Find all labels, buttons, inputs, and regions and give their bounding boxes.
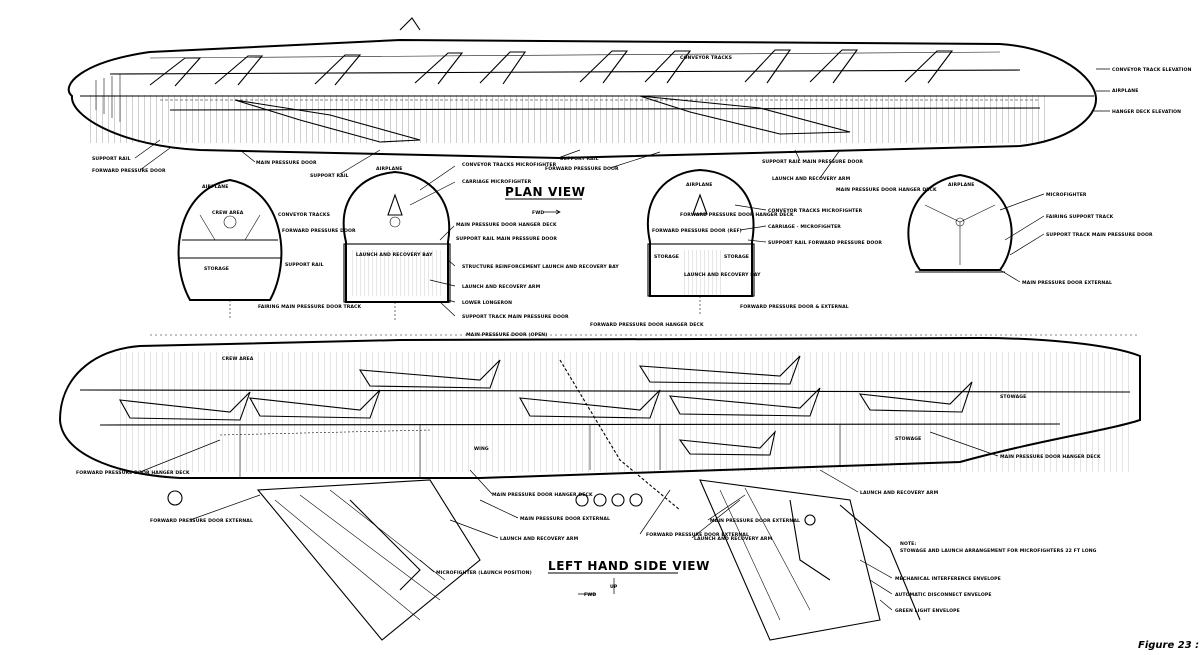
sec2-airplane: AIRPLANE	[376, 166, 402, 172]
side-auto-disconnect: AUTOMATIC DISCONNECT ENVELOPE	[895, 592, 992, 598]
plan-aircraft-2	[639, 95, 851, 135]
side-note-body: STOWAGE AND LAUNCH ARRANGEMENT FOR MICRO…	[900, 548, 1097, 554]
hanger-deck-line	[169, 107, 1041, 111]
label-support-rail-2: SUPPORT RAIL	[310, 173, 349, 179]
sec2-support-track: SUPPORT TRACK MAIN PRESSURE DOOR	[462, 314, 569, 320]
sec3-forward-door-ref: FORWARD PRESSURE DOOR (REF)	[652, 228, 742, 234]
launch-envelope-right	[699, 479, 881, 641]
plan-view-title: PLAN VIEW	[505, 185, 586, 199]
side-main-door-hanger-r: MAIN PRESSURE DOOR HANGER DECK	[1000, 454, 1101, 460]
sec3-storage-b: STORAGE	[724, 254, 749, 260]
side-view-labels: CREW AREA STOWAGE STOWAGE WING FORWARD P…	[76, 322, 1101, 614]
label-hanger-deck-elevation: HANGER DECK ELEVATION	[1112, 109, 1181, 115]
label-conveyor-tracks: CONVEYOR TRACKS	[680, 55, 732, 61]
sec3-storage-a: STORAGE	[654, 254, 679, 260]
sec3-support-rail-fwd: SUPPORT RAIL FORWARD PRESSURE DOOR	[768, 240, 882, 246]
sec2-carriage-micro: CARRIAGE MICROFIGHTER	[462, 179, 532, 185]
sec2-structure-reinforcement: STRUCTURE REINFORCEMENT LAUNCH AND RECOV…	[462, 264, 619, 270]
sec4-fairing-support: FAIRING SUPPORT TRACK	[1046, 214, 1114, 220]
sec4-support-track-main: SUPPORT TRACK MAIN PRESSURE DOOR	[1046, 232, 1153, 238]
cross-section-2: AIRPLANE CONVEYOR TRACKS MICROFIGHTER CA…	[342, 162, 619, 338]
sec2-support-rail-main: SUPPORT RAIL MAIN PRESSURE DOOR	[456, 236, 557, 242]
side-note-title: NOTE:	[900, 541, 916, 547]
sec3-conveyor-micro: CONVEYOR TRACKS MICROFIGHTER	[768, 208, 863, 214]
sec2-launch-bay: LAUNCH AND RECOVERY BAY	[356, 252, 433, 258]
figure-caption: Figure 23 :	[1138, 640, 1199, 651]
sec2-main-door-hanger: MAIN PRESSURE DOOR HANGER DECK	[456, 222, 557, 228]
side-view-title: LEFT HAND SIDE VIEW	[548, 559, 710, 573]
plan-aircraft-1	[234, 99, 421, 143]
side-stowed-aircraft	[119, 355, 973, 456]
label-main-door-hanger: MAIN PRESSURE DOOR HANGER DECK	[836, 187, 937, 193]
side-fwd-door-hanger: FORWARD PRESSURE DOOR HANGER DECK	[76, 470, 190, 476]
side-view	[58, 334, 1141, 641]
sec4-airplane: AIRPLANE	[948, 182, 974, 188]
launch-envelope-left	[256, 479, 481, 641]
label-support-rail-3: SUPPORT RAIL	[560, 156, 599, 162]
side-fwd-door-external-2: FORWARD PRESSURE DOOR EXTERNAL	[646, 532, 749, 538]
side-green-light: GREEN LIGHT ENVELOPE	[895, 608, 960, 614]
label-conveyor-track-elevation: CONVEYOR TRACK ELEVATION	[1112, 67, 1191, 73]
side-mech-interference: MECHANICAL INTERFERENCE ENVELOPE	[895, 576, 1001, 582]
side-fwd-door-external: FORWARD PRESSURE DOOR EXTERNAL	[150, 518, 253, 524]
sec1-fairing: FAIRING MAIN PRESSURE DOOR TRACK	[258, 304, 362, 310]
side-stowage-2: STOWAGE	[895, 436, 921, 442]
side-fwd-door-hanger-2: FORWARD PRESSURE DOOR HANGER DECK	[590, 322, 704, 328]
cross-section-3: AIRPLANE FORWARD PRESSURE DOOR HANGER DE…	[647, 168, 882, 314]
sec1-crew-area: CREW AREA	[212, 210, 244, 216]
sec1-storage: STORAGE	[204, 266, 229, 272]
sec1-airplane: AIRPLANE	[202, 184, 228, 190]
side-microfighter-launch: MICROFIGHTER (LAUNCH POSITION)	[436, 570, 532, 576]
plan-upper-line	[149, 51, 1001, 59]
label-launch-recovery-arm: LAUNCH AND RECOVERY ARM	[772, 176, 851, 182]
side-fwd-arrow: FWD	[584, 592, 596, 598]
sec2-lower-longeron: LOWER LONGERON	[462, 300, 512, 306]
label-support-rail-main: SUPPORT RAIL MAIN PRESSURE DOOR	[762, 159, 863, 165]
label-main-pressure-door: MAIN PRESSURE DOOR	[256, 160, 317, 166]
side-main-door-hanger: MAIN PRESSURE DOOR HANGER DECK	[492, 492, 593, 498]
side-main-door-external-2: MAIN PRESSURE DOOR EXTERNAL	[710, 518, 800, 524]
side-launch-arm-2: LAUNCH AND RECOVERY ARM	[694, 536, 773, 542]
plan-tail-fins	[149, 49, 954, 87]
plan-view	[67, 17, 1098, 160]
sec4-microfighter: MICROFIGHTER	[1046, 192, 1087, 198]
sec1-forward-pressure-door: FORWARD PRESSURE DOOR	[282, 228, 356, 234]
label-forward-pressure-door-2: FORWARD PRESSURE DOOR	[545, 166, 619, 172]
cross-section-1: AIRPLANE CREW AREA CONVEYOR TRACKS FORWA…	[177, 178, 362, 320]
side-crew-area: CREW AREA	[222, 356, 254, 362]
side-launch-arm-r: LAUNCH AND RECOVERY ARM	[860, 490, 939, 496]
plan-fwd-arrow: FWD	[532, 210, 544, 216]
label-support-rail-1: SUPPORT RAIL	[92, 156, 131, 162]
sec4-main-door-external: MAIN PRESSURE DOOR EXTERNAL	[1022, 280, 1112, 286]
conveyor-track-line	[109, 69, 1021, 75]
plan-hatch-fill	[90, 95, 1050, 143]
side-hatch-fill	[120, 352, 1130, 472]
sec3-fwd-door-hanger: FORWARD PRESSURE DOOR HANGER DECK	[680, 212, 794, 218]
sec3-airplane: AIRPLANE	[686, 182, 712, 188]
sec3-launch-bay: LAUNCH AND RECOVERY BAY	[684, 272, 761, 278]
side-stowage-1: STOWAGE	[1000, 394, 1026, 400]
plan-dorsal-fin	[399, 17, 421, 31]
sec1-conveyor-tracks: CONVEYOR TRACKS	[278, 212, 330, 218]
side-wing: WING	[474, 446, 489, 452]
sec1-support-rail: SUPPORT RAIL	[285, 262, 324, 268]
sec2-conveyor-micro: CONVEYOR TRACKS MICROFIGHTER	[462, 162, 557, 168]
sec3-carriage-micro: CARRIAGE - MICROFIGHTER	[768, 224, 841, 230]
label-airplane-top: AIRPLANE	[1112, 88, 1138, 94]
side-main-door-external: MAIN PRESSURE DOOR EXTERNAL	[520, 516, 610, 522]
sec2-launch-arm: LAUNCH AND RECOVERY ARM	[462, 284, 541, 290]
side-launch-arm: LAUNCH AND RECOVERY ARM	[500, 536, 579, 542]
side-landing-gear	[575, 493, 643, 507]
label-forward-pressure-door-1: FORWARD PRESSURE DOOR	[92, 168, 166, 174]
sec3-fwd-door-external: FORWARD PRESSURE DOOR & EXTERNAL	[740, 304, 849, 310]
plan-view-labels: CONVEYOR TRACKS CONVEYOR TRACK ELEVATION…	[92, 55, 1191, 216]
cross-section-4: AIRPLANE MICROFIGHTER FAIRING SUPPORT TR…	[907, 173, 1153, 286]
